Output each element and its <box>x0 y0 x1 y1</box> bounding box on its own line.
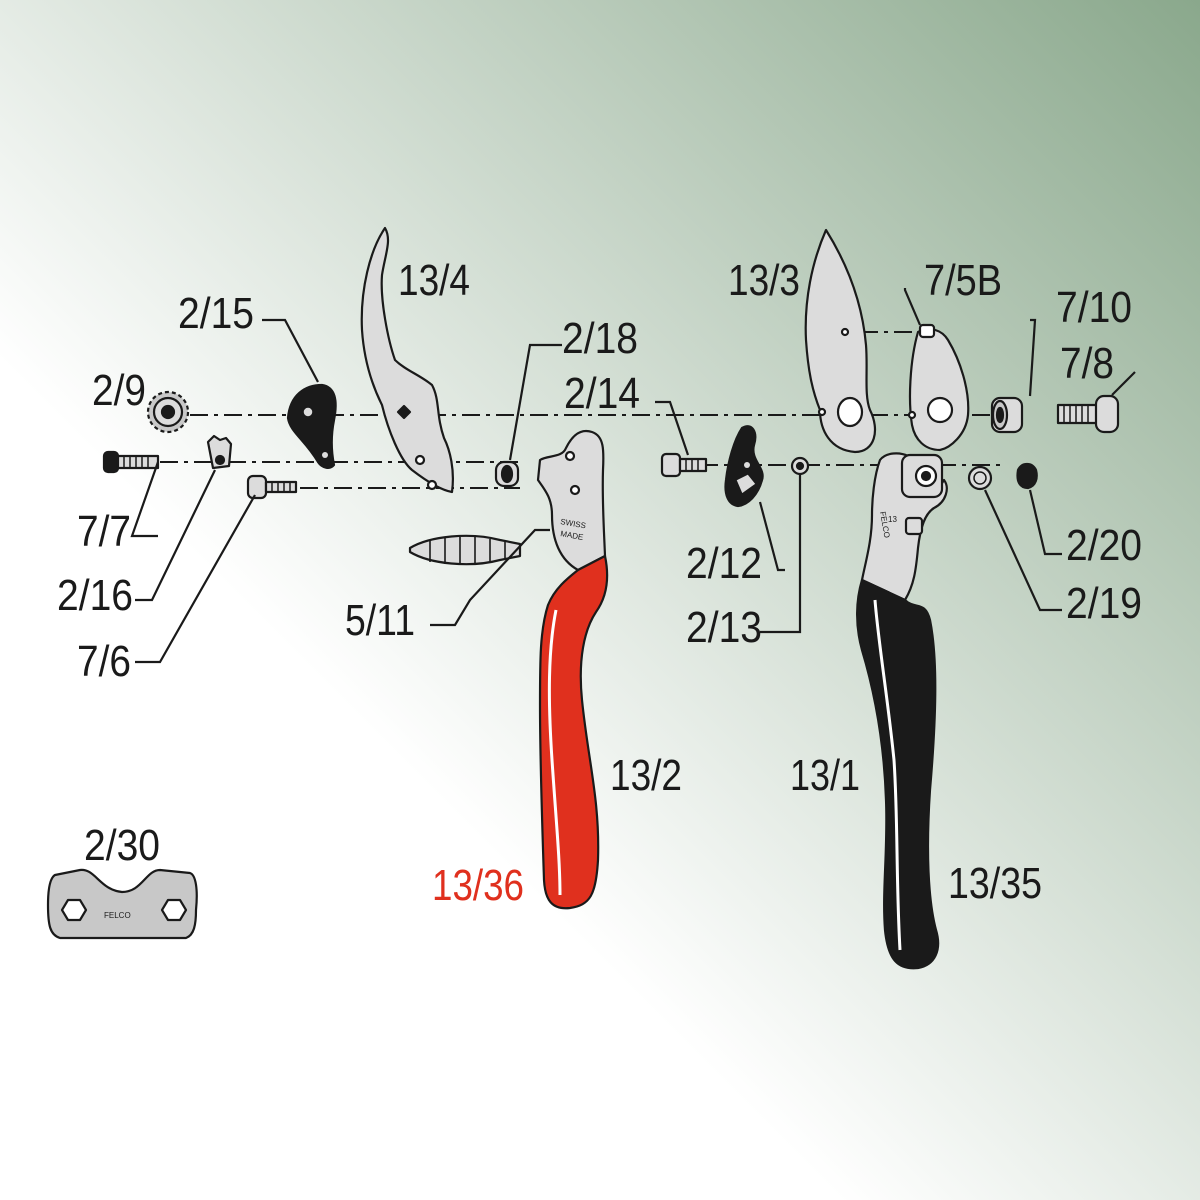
part-7-5b <box>907 323 970 452</box>
part-2-13-washer <box>790 456 810 476</box>
part-7-10-nut <box>990 396 1024 434</box>
label-13-36: 13/36 <box>432 861 524 910</box>
label-2-19: 2/19 <box>1066 579 1142 628</box>
part-2-18 <box>494 460 520 488</box>
label-5-11: 5/11 <box>345 596 415 645</box>
part-right-handle: FELCO 13 <box>856 452 948 970</box>
label-7-5b: 7/5B <box>924 256 1002 305</box>
label-2-30: 2/30 <box>84 821 160 870</box>
label-2-14: 2/14 <box>564 369 640 418</box>
label-2-12: 2/12 <box>686 539 762 588</box>
label-13-3: 13/3 <box>728 256 800 305</box>
part-7-8-bolt <box>1056 394 1120 434</box>
label-7-6: 7/6 <box>77 637 131 686</box>
leader-lines <box>130 288 1136 664</box>
part-2-20-cap <box>1016 462 1038 490</box>
part-2-19-ring <box>967 465 993 491</box>
part-2-16 <box>206 434 233 470</box>
label-7-7: 7/7 <box>77 507 131 556</box>
label-7-8: 7/8 <box>1060 339 1114 388</box>
part-2-12 <box>724 425 764 508</box>
label-2-15: 2/15 <box>178 289 254 338</box>
wrench-brand: FELCO <box>104 911 131 920</box>
handle-marking-swiss: SWISS <box>560 517 587 530</box>
label-2-18: 2/18 <box>562 314 638 363</box>
label-2-9: 2/9 <box>92 366 146 415</box>
label-13-4: 13/4 <box>398 256 470 305</box>
part-labels: 13/4 2/15 2/9 7/7 2/16 7/6 2/18 5/11 13/… <box>57 256 1142 910</box>
part-anvil-blade <box>360 226 454 494</box>
part-2-30-wrench: FELCO <box>46 868 198 940</box>
part-5-11-spring <box>408 534 522 566</box>
label-13-2: 13/2 <box>610 751 682 800</box>
handle-marking-model: 13 <box>888 515 897 524</box>
handle-marking-made: MADE <box>560 529 584 542</box>
label-13-35: 13/35 <box>948 859 1042 908</box>
label-7-10: 7/10 <box>1056 283 1132 332</box>
part-2-14-screw <box>660 452 708 478</box>
label-2-20: 2/20 <box>1066 521 1142 570</box>
label-2-16: 2/16 <box>57 571 133 620</box>
part-cutting-blade <box>804 228 877 454</box>
part-2-9-gear-nut <box>146 390 190 434</box>
part-2-15 <box>286 383 337 469</box>
part-left-handle: SWISS MADE <box>536 429 609 910</box>
label-2-13: 2/13 <box>686 603 762 652</box>
part-7-7-screw <box>102 450 160 474</box>
label-13-1: 13/1 <box>790 751 860 800</box>
part-7-6-screw <box>246 474 298 500</box>
